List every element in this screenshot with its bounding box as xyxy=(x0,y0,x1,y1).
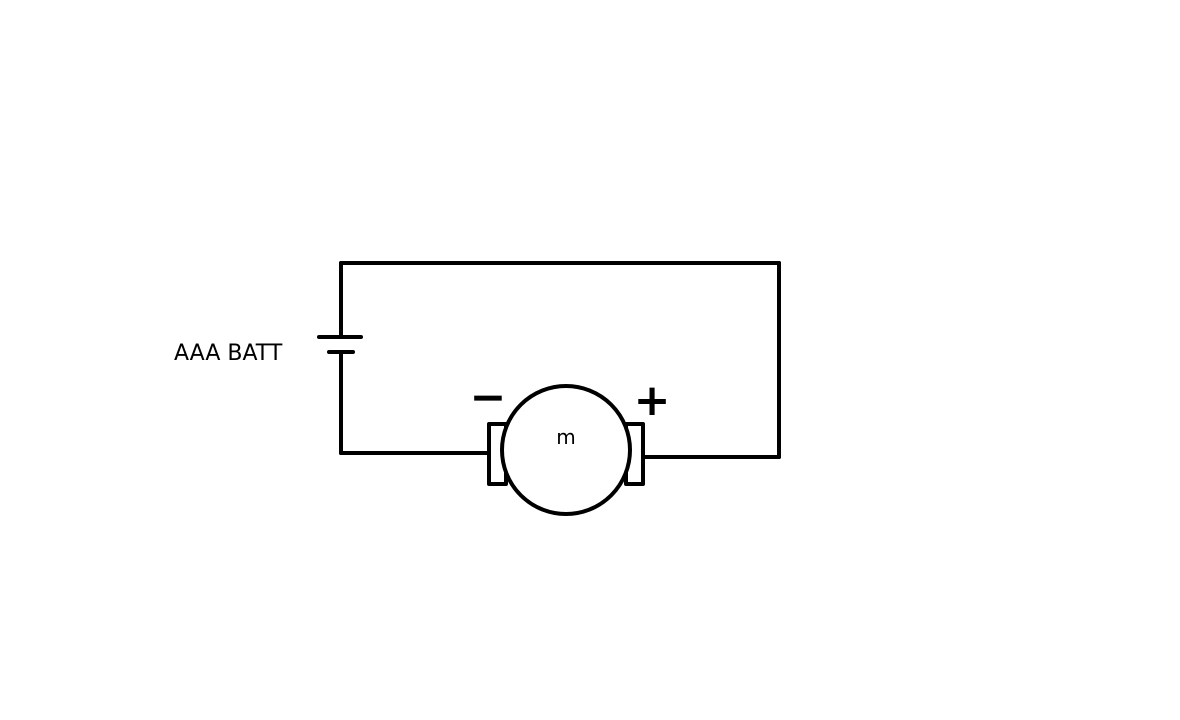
motor-label: m xyxy=(556,425,575,449)
negative-sign: − xyxy=(470,372,507,423)
motor-symbol xyxy=(487,384,645,516)
battery-symbol xyxy=(317,335,363,354)
positive-sign: + xyxy=(634,375,671,426)
battery-label: AAA BATT xyxy=(174,341,283,366)
motor-body xyxy=(500,384,632,516)
